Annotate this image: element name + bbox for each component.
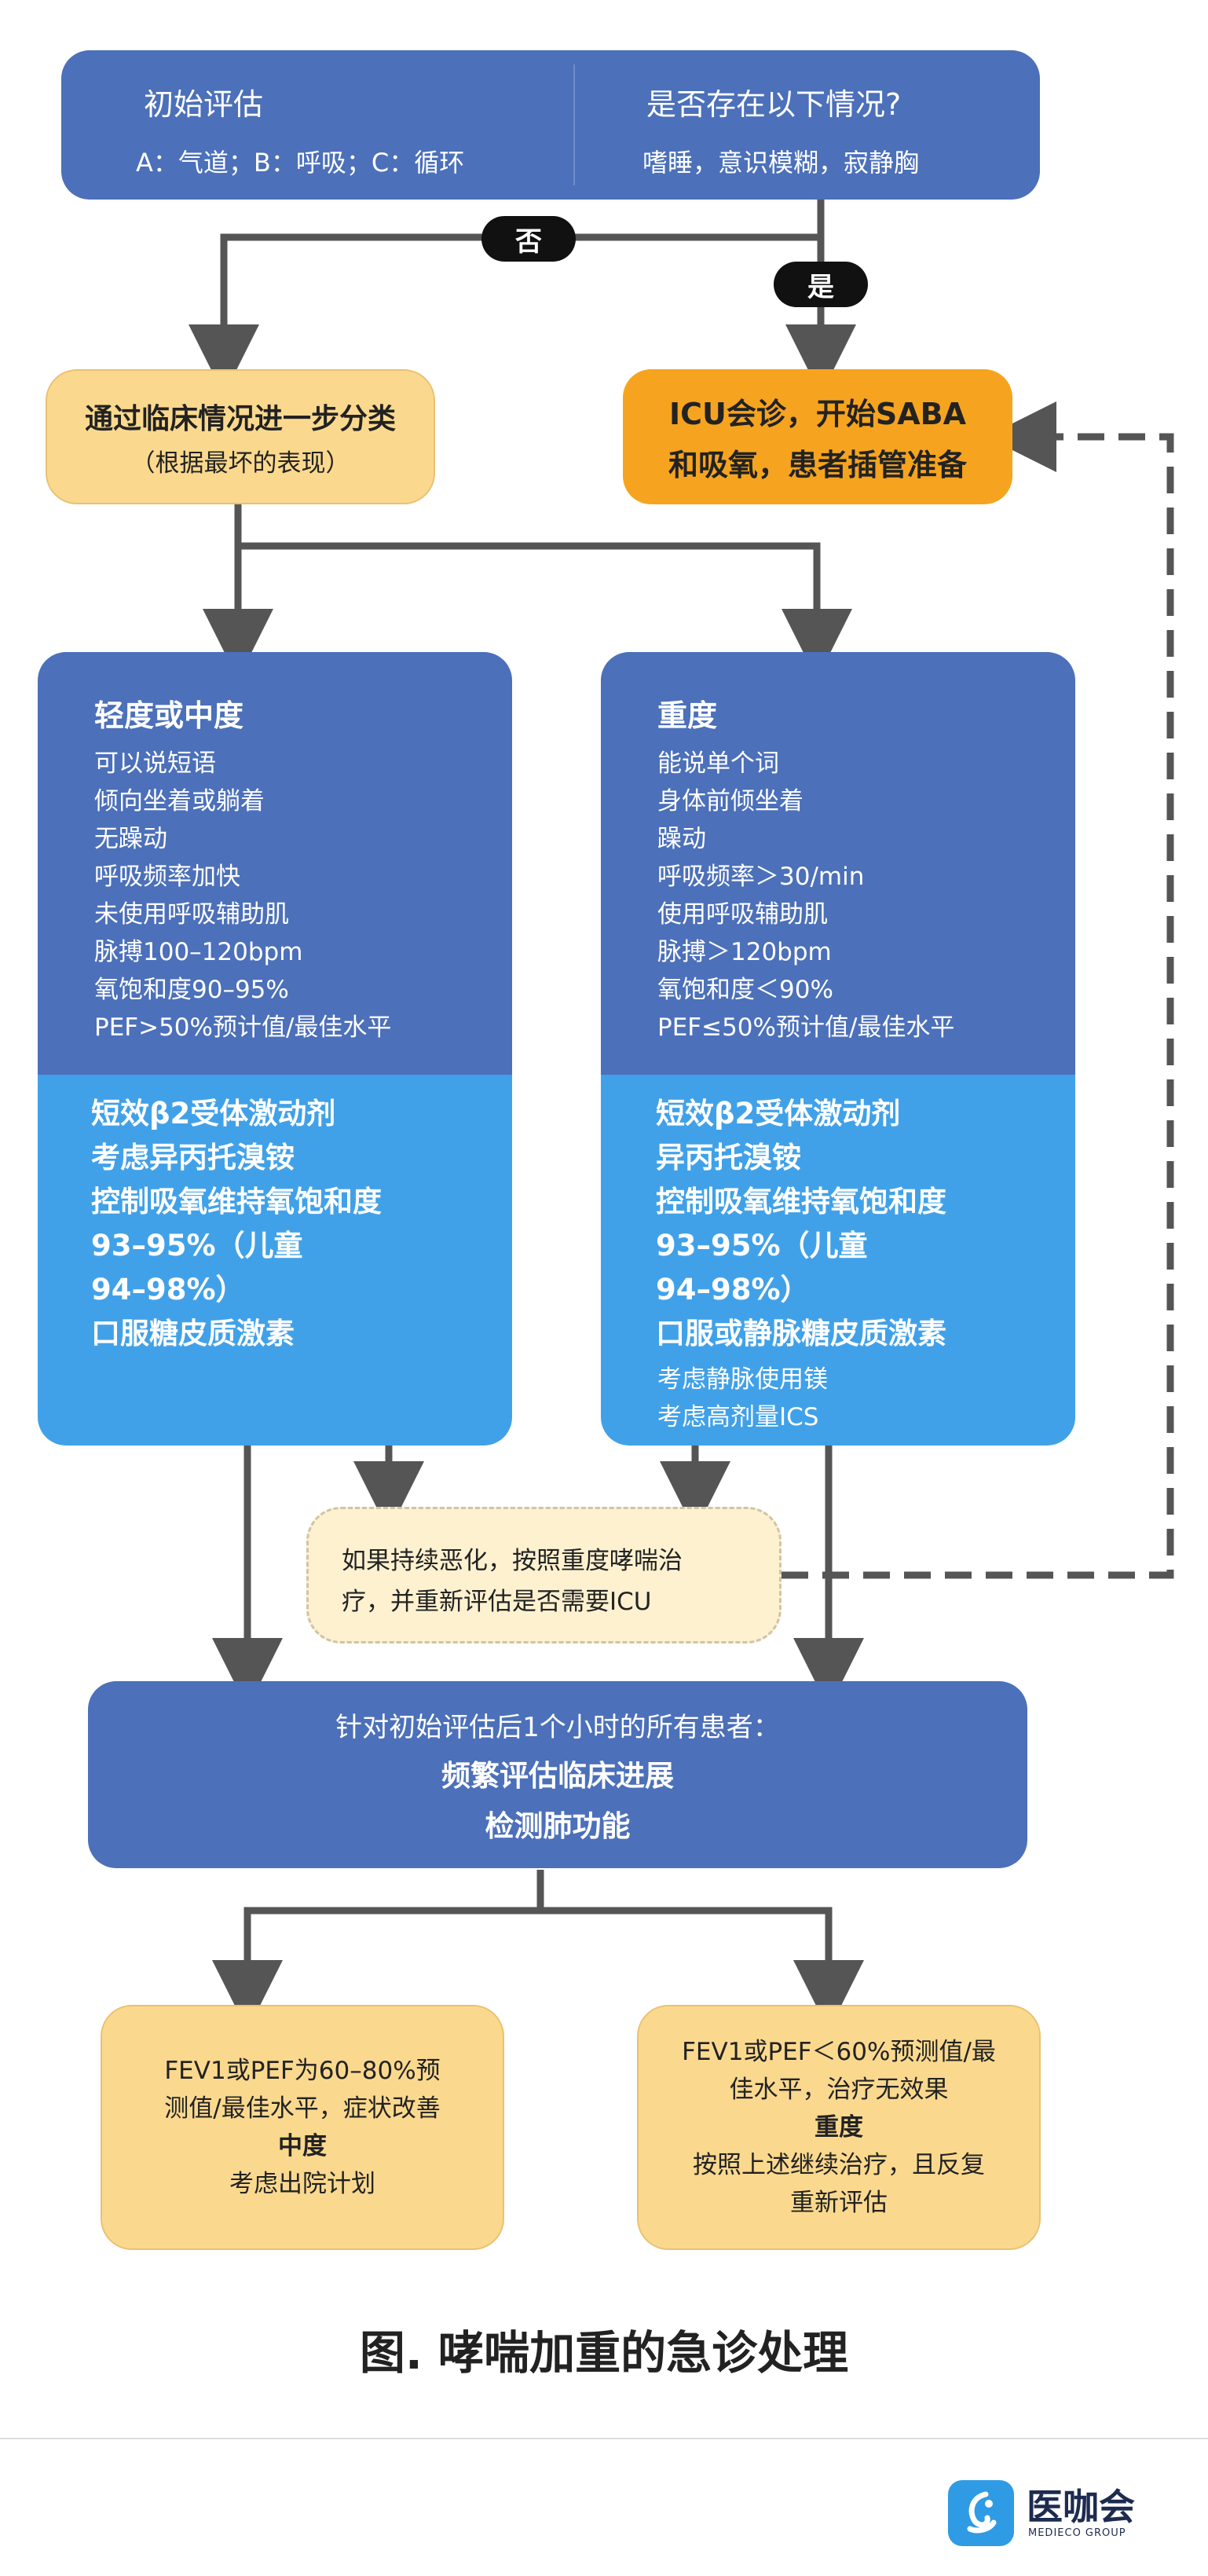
outcome-severe-action2: 重新评估 [790,2189,888,2217]
logo-icon [948,2480,1014,2546]
severe-treatment-list: 短效β2受体激动剂 异丙托溴铵 控制吸氧维持氧饱和度 93–95%（儿童 94–… [656,1092,946,1356]
severe-treatment: 异丙托溴铵 [656,1141,801,1174]
mild-sign: 可以说短语 [94,749,216,778]
logo-name: 医咖会 [1027,2486,1135,2528]
severe-sign: 躁动 [657,825,706,853]
top-divider [573,64,575,185]
outcome-severe-action1: 按照上述继续治疗，且反复 [693,2151,985,2179]
outcome-severe-line2: 佳水平，治疗无效果 [729,2076,949,2104]
outcome-moderate-line2: 测值/最佳水平，症状改善 [164,2094,441,2123]
mild-sign: 氧饱和度90–95% [94,976,289,1004]
classify-box: 通过临床情况进一步分类 （根据最坏的表现） [46,369,435,504]
logo: 医咖会 MEDIECO GROUP [946,2479,1151,2549]
mild-sign: 呼吸频率加快 [94,863,240,891]
all-patients-box: 针对初始评估后1个小时的所有患者： 频繁评估临床进展 检测肺功能 [88,1681,1027,1868]
mild-treatment: 短效β2受体激动剂 [91,1097,336,1130]
outcome-severe-grade: 重度 [814,2113,863,2142]
severe-column: 重度 能说单个词 身体前倾坐着 躁动 呼吸频率＞30/min 使用呼吸辅助肌 脉… [601,652,1075,1446]
figure-caption: 图. 哮喘加重的急诊处理 [359,2326,849,2380]
icu-line2: 和吸氧，患者插管准备 [668,448,967,482]
severe-extra: 考虑高剂量ICS [657,1403,819,1431]
mild-sign: 脉搏100–120bpm [94,938,303,966]
mild-treatment-panel: 短效β2受体激动剂 考虑异丙托溴铵 控制吸氧维持氧饱和度 93–95%（儿童 9… [38,1075,512,1446]
no-label: 否 [481,216,576,262]
severe-sign: 呼吸频率＞30/min [657,863,865,891]
worsening-line1: 如果持续恶化，按照重度哮喘治 [342,1547,683,1575]
icu-box: ICU会诊，开始SABA 和吸氧，患者插管准备 [623,369,1012,504]
outcome-severe-line1: FEV1或PEF＜60%预测值/最 [682,2038,996,2066]
mild-column: 轻度或中度 可以说短语 倾向坐着或躺着 无躁动 呼吸频率加快 未使用呼吸辅助肌 … [38,652,512,1446]
mild-sign: 倾向坐着或躺着 [94,787,265,815]
classify-title: 通过临床情况进一步分类 [84,402,396,435]
mild-treatment-list: 短效β2受体激动剂 考虑异丙托溴铵 控制吸氧维持氧饱和度 93–95%（儿童 9… [91,1092,382,1356]
mild-sign: 未使用呼吸辅助肌 [94,900,289,929]
severe-sign: 脉搏＞120bpm [657,938,832,966]
criteria-sub: 嗜睡，意识模糊，寂静胸 [642,148,920,178]
mild-treatment: 考虑异丙托溴铵 [91,1141,295,1174]
outcome-severe-box: FEV1或PEF＜60%预测值/最 佳水平，治疗无效果 重度 按照上述继续治疗，… [637,2005,1041,2250]
initial-assessment-title: 初始评估 [144,87,264,122]
mild-treatment: 控制吸氧维持氧饱和度 [91,1185,382,1218]
severe-treatment: 94–98%） [656,1273,810,1306]
severe-treatment: 控制吸氧维持氧饱和度 [656,1185,946,1218]
arrow-to-severe-outcome [540,1907,864,2031]
mild-treatment: 94–98%） [91,1273,245,1306]
all-patients-line2: 频繁评估临床进展 [441,1758,674,1793]
classify-sub: （根据最坏的表现） [130,449,350,478]
outcome-moderate-box: FEV1或PEF为60–80%预 测值/最佳水平，症状改善 中度 考虑出院计划 [101,2005,504,2250]
initial-assessment-box: 初始评估 A：气道；B：呼吸；C：循环 是否存在以下情况? 嗜睡，意识模糊，寂静… [61,50,1040,200]
severe-sign: PEF≤50%预计值/最佳水平 [657,1013,955,1042]
severe-extra: 考虑静脉使用镁 [657,1365,828,1394]
outcome-moderate-action: 考虑出院计划 [229,2170,375,2198]
criteria-title: 是否存在以下情况? [646,87,902,122]
severe-sign: 能说单个词 [657,749,779,778]
initial-assessment-sub: A：气道；B：呼吸；C：循环 [136,148,465,178]
severe-extra-list: 考虑静脉使用镁 考虑高剂量ICS [657,1361,828,1436]
severe-title: 重度 [657,698,718,733]
mild-sign: 无躁动 [94,825,167,853]
footer-divider [0,2438,1208,2439]
severe-sign: 身体前倾坐着 [657,787,804,815]
worsening-line2: 疗，并重新评估是否需要ICU [342,1588,652,1616]
arrow-worsening-to-icu [782,401,1174,1579]
arrow-to-severe [238,542,852,680]
logo-sub: MEDIECO GROUP [1028,2527,1126,2539]
mild-signs-panel: 轻度或中度 可以说短语 倾向坐着或躺着 无躁动 呼吸频率加快 未使用呼吸辅助肌 … [38,652,512,1075]
worsening-note: 如果持续恶化，按照重度哮喘治 疗，并重新评估是否需要ICU [306,1507,782,1643]
severe-treatment: 短效β2受体激动剂 [656,1097,901,1130]
severe-signs-list: 能说单个词 身体前倾坐着 躁动 呼吸频率＞30/min 使用呼吸辅助肌 脉搏＞1… [657,745,954,1046]
severe-signs-panel: 重度 能说单个词 身体前倾坐着 躁动 呼吸频率＞30/min 使用呼吸辅助肌 脉… [601,652,1075,1075]
severe-treatment: 93–95%（儿童 [656,1229,868,1262]
severe-sign: 使用呼吸辅助肌 [657,900,828,929]
outcome-moderate-grade: 中度 [278,2132,327,2160]
severe-sign: 氧饱和度＜90% [657,976,833,1004]
mild-treatment: 93–95%（儿童 [91,1229,303,1262]
mild-sign: PEF>50%预计值/最佳水平 [94,1013,392,1042]
outcome-moderate-line1: FEV1或PEF为60–80%预 [164,2057,441,2085]
all-patients-line3: 检测肺功能 [485,1808,631,1843]
arrow-to-moderate [212,1870,544,2031]
severe-treatment-panel: 短效β2受体激动剂 异丙托溴铵 控制吸氧维持氧饱和度 93–95%（儿童 94–… [601,1075,1075,1446]
icu-line1: ICU会诊，开始SABA [668,397,967,431]
yes-label: 是 [774,262,868,307]
mild-title: 轻度或中度 [94,698,244,733]
severe-treatment: 口服或静脉糖皮质激素 [656,1317,946,1350]
mild-treatment: 口服糖皮质激素 [91,1317,295,1350]
all-patients-line1: 针对初始评估后1个小时的所有患者： [335,1711,780,1743]
mild-signs-list: 可以说短语 倾向坐着或躺着 无躁动 呼吸频率加快 未使用呼吸辅助肌 脉搏100–… [94,745,391,1046]
